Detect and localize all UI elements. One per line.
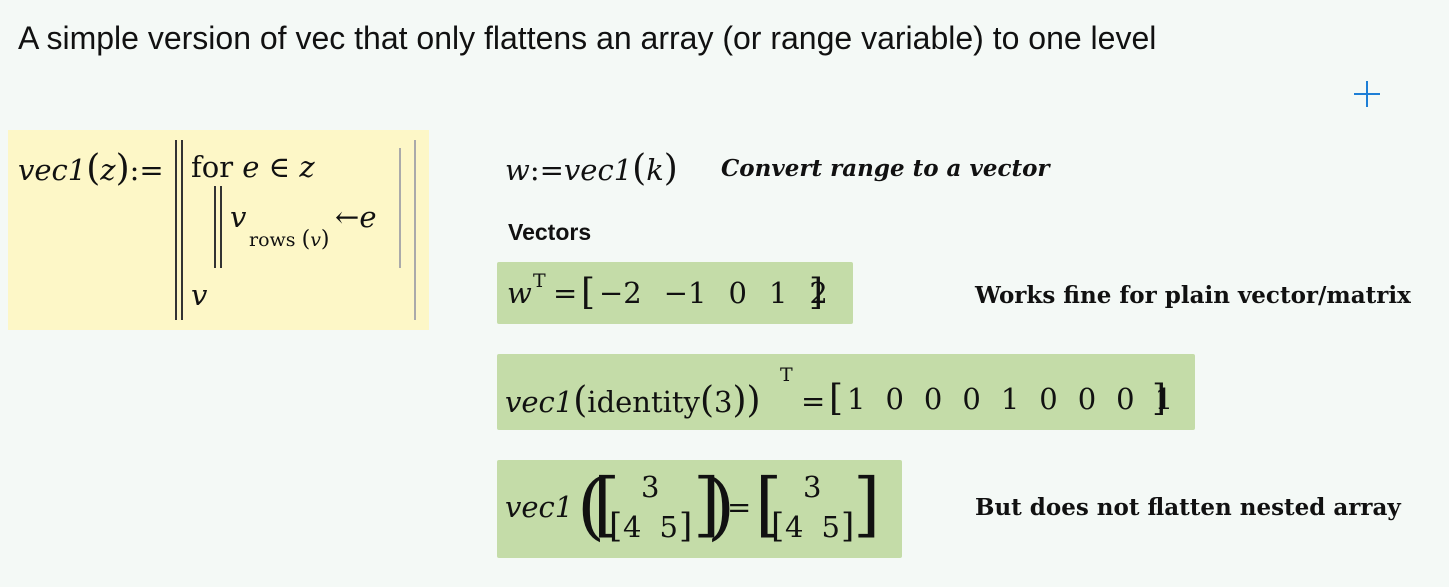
loop-body-line: v (230, 200, 246, 234)
element-of-symbol: ∈ (268, 150, 291, 184)
result-top-element: 3 (803, 470, 822, 504)
loop-variable: e (242, 150, 260, 184)
definition-header: vec1(z):= (18, 148, 164, 189)
result-vector-2: 1 0 0 0 1 0 0 0 1 (847, 382, 1174, 416)
nested-top-element: 3 (641, 470, 660, 504)
function-param: z (100, 153, 116, 187)
vectors-label: Vectors (508, 219, 592, 245)
crosshair-cursor-icon (1354, 81, 1380, 107)
equals-sign: = (553, 276, 578, 310)
comment-convert-range: Convert range to a vector (721, 155, 1050, 182)
for-loop-line: for e ∈ z (191, 150, 315, 184)
eval-nested-array[interactable]: vec1 ( [ 3 [ 4 5 ] ] ) = [ 3 [ 4 5 ] ] (497, 460, 902, 558)
assigned-value: e (359, 200, 377, 234)
return-line: v (191, 278, 207, 312)
page-heading: A simple version of vec that only flatte… (18, 20, 1157, 56)
comment-not-flatten: But does not flatten nested array (975, 494, 1401, 521)
equals-sign: = (801, 384, 826, 418)
loop-range: z (299, 150, 315, 184)
eval-identity[interactable]: vec1(identity(3)) T = [ 1 0 0 0 1 0 0 0 … (497, 354, 1195, 430)
assignment-arrow-line: ←e (335, 200, 376, 234)
target-variable: v (230, 200, 247, 234)
transpose-sup: T (780, 364, 793, 386)
eval-w-transpose[interactable]: w T = [ −2 −1 0 1 2 ] (497, 262, 853, 324)
definition-region[interactable]: vec1(z):= for e ∈ z v rows (v) ←e v (8, 130, 429, 330)
arrow-operator: ← (335, 200, 360, 234)
return-variable: v (191, 278, 208, 312)
transpose-sup: T (533, 270, 546, 292)
subscript-expression: rows (v) (249, 227, 330, 252)
w-assignment[interactable]: w:=vec1(k) (505, 148, 678, 189)
for-keyword: for (191, 150, 234, 184)
equals-sign: = (727, 490, 752, 524)
result-vector-1: −2 −1 0 1 2 (599, 276, 828, 310)
result-nested-row: 4 5 (785, 510, 840, 544)
function-name: vec1 (18, 153, 87, 187)
nested-row: 4 5 (623, 510, 678, 544)
assign-operator: := (129, 153, 164, 187)
comment-works-fine: Works fine for plain vector/matrix (975, 282, 1411, 309)
